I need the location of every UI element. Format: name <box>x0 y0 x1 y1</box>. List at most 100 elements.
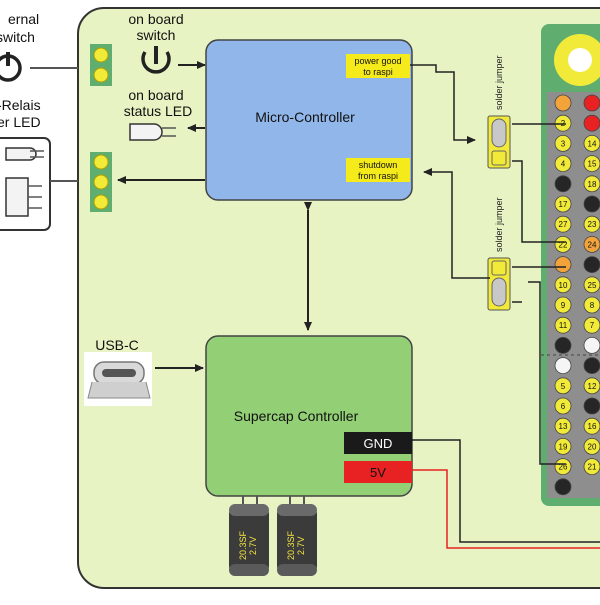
gpio-pin-label: 24 <box>588 240 597 249</box>
gpio-pin-left-3 <box>554 155 572 173</box>
gpio-pin-label: 4 <box>561 160 566 169</box>
shutdown-label-1: shutdown <box>359 160 398 170</box>
gpio-pin-right-16 <box>583 417 600 435</box>
gpio-pin-label: 15 <box>588 160 597 169</box>
shutdown-signal <box>346 158 410 182</box>
gpio-pin-label: 14 <box>588 139 597 148</box>
gpio-pin-right-18 <box>583 458 600 475</box>
gnd-label: GND <box>364 436 393 451</box>
gpio-pin-left-18 <box>554 458 572 476</box>
gpio-pin-left-2 <box>554 134 572 152</box>
external-switch-label-2: switch <box>0 29 35 45</box>
power-good-label-1: power good <box>354 56 401 66</box>
gpio-pin-area <box>547 92 600 498</box>
gpio-pin-label: 23 <box>588 220 597 229</box>
onboard-led-label-1: on board <box>128 87 183 103</box>
external-relais-label-2: er LED <box>0 114 41 130</box>
external-switch-label-1: ernal <box>8 11 39 27</box>
gpio-pin-left-13 <box>554 357 572 375</box>
solder-jumper-label-top: solder jumper <box>494 55 504 110</box>
gpio-pin-label: 20 <box>588 442 597 451</box>
gnd-terminal <box>344 432 412 454</box>
gpio-pin-right-6 <box>583 215 600 233</box>
gpio-pin-label: 19 <box>559 442 568 451</box>
supercap-title: Supercap Controller <box>234 408 359 424</box>
gpio-pin-right-3 <box>583 155 600 172</box>
gpio-pin-label: 3 <box>561 139 566 148</box>
power-good-label-2: to raspi <box>363 67 393 77</box>
gpio-pin-left-1 <box>554 114 572 132</box>
gpio-pin-left-15 <box>554 397 572 415</box>
gpio-pin-right-0 <box>583 94 600 112</box>
gpio-pin-left-4 <box>554 175 572 193</box>
gpio-pin-left-12 <box>554 336 572 354</box>
gpio-pin-label: 5 <box>561 382 566 391</box>
solder-jumper-label-bottom: solder jumper <box>494 197 504 252</box>
gpio-pin-right-17 <box>583 438 600 455</box>
gpio-pin-left-9 <box>554 276 572 294</box>
gpio-pin-right-5 <box>583 195 600 213</box>
usb-c-connector-icon <box>84 352 152 406</box>
gpio-pin-label: 26 <box>559 463 568 472</box>
supercap-2-rating-1: 20.3SF <box>286 530 296 560</box>
connector-3pin <box>90 152 112 212</box>
onboard-switch-label-1: on board <box>128 11 183 27</box>
external-relais-label-1: -Relais <box>0 97 41 113</box>
gpio-pin-label: 18 <box>588 180 597 189</box>
onboard-led-label-2: status LED <box>124 103 192 119</box>
gpio-pins: 2341727221091156131926141518232425871216… <box>554 94 600 496</box>
signal-wires <box>410 64 600 543</box>
microcontroller-title: Micro-Controller <box>255 109 355 125</box>
gpio-pin-left-16 <box>554 417 572 435</box>
power-icon <box>0 52 22 82</box>
v5-terminal <box>344 461 412 483</box>
gpio-pin-label: 11 <box>559 321 568 330</box>
v5-wire <box>412 469 600 549</box>
solder-jumper-top <box>487 115 511 169</box>
solder-jumper-bottom <box>487 257 511 311</box>
power-good-signal <box>346 54 410 78</box>
shutdown-label-2: from raspi <box>358 171 398 181</box>
gpio-pin-label: 21 <box>588 463 597 472</box>
gpio-pin-label: 8 <box>590 301 595 310</box>
gpio-pin-right-15 <box>583 397 600 415</box>
gpio-pin-right-7 <box>583 236 600 253</box>
relais-icon <box>5 177 42 217</box>
gpio-pin-label: 9 <box>561 301 566 310</box>
gpio-pin-right-13 <box>583 357 600 374</box>
supercapacitor-1: 20.3SF 2.7V <box>229 496 269 576</box>
gpio-pin-left-10 <box>554 296 572 314</box>
led-icon <box>5 147 44 161</box>
gpio-pin-left-0 <box>554 94 572 112</box>
gpio-pin-left-17 <box>554 437 572 455</box>
external-relais-led: -Relais er LED <box>0 97 78 231</box>
gpio-pin-left-8 <box>554 256 572 274</box>
gpio-pin-right-12 <box>583 337 600 354</box>
gpio-pin-label: 17 <box>559 200 568 209</box>
gpio-pin-right-11 <box>583 316 600 334</box>
external-switch: ernal switch <box>0 11 78 82</box>
v5-label: 5V <box>370 465 386 480</box>
gpio-pin-right-1 <box>583 114 600 132</box>
gpio-pin-right-8 <box>583 256 600 273</box>
gpio-pin-left-6 <box>554 215 572 233</box>
gpio-pin-right-4 <box>583 175 600 193</box>
gpio-pin-label: 27 <box>559 220 568 229</box>
mounting-hole <box>554 34 600 86</box>
gpio-pin-right-9 <box>583 276 600 294</box>
gpio-pin-label: 12 <box>588 382 597 391</box>
gpio-pin-label: 16 <box>588 422 597 431</box>
gpio-pin-left-14 <box>554 377 572 395</box>
supercapacitor-2: 20.3SF 2.7V <box>277 496 317 576</box>
onboard-power-icon <box>141 46 171 74</box>
gpio-pin-label: 7 <box>590 321 595 330</box>
supercap-2-rating-2: 2.7V <box>296 536 306 555</box>
status-led-icon <box>129 123 176 141</box>
supercap-1-rating-2: 2.7V <box>248 536 258 555</box>
usb-c-label: USB-C <box>95 337 139 353</box>
gpio-pin-right-2 <box>583 135 600 152</box>
gpio-pin-left-11 <box>554 316 572 334</box>
gpio-pin-left-19 <box>554 478 572 496</box>
gpio-pin-label: 10 <box>559 281 568 290</box>
